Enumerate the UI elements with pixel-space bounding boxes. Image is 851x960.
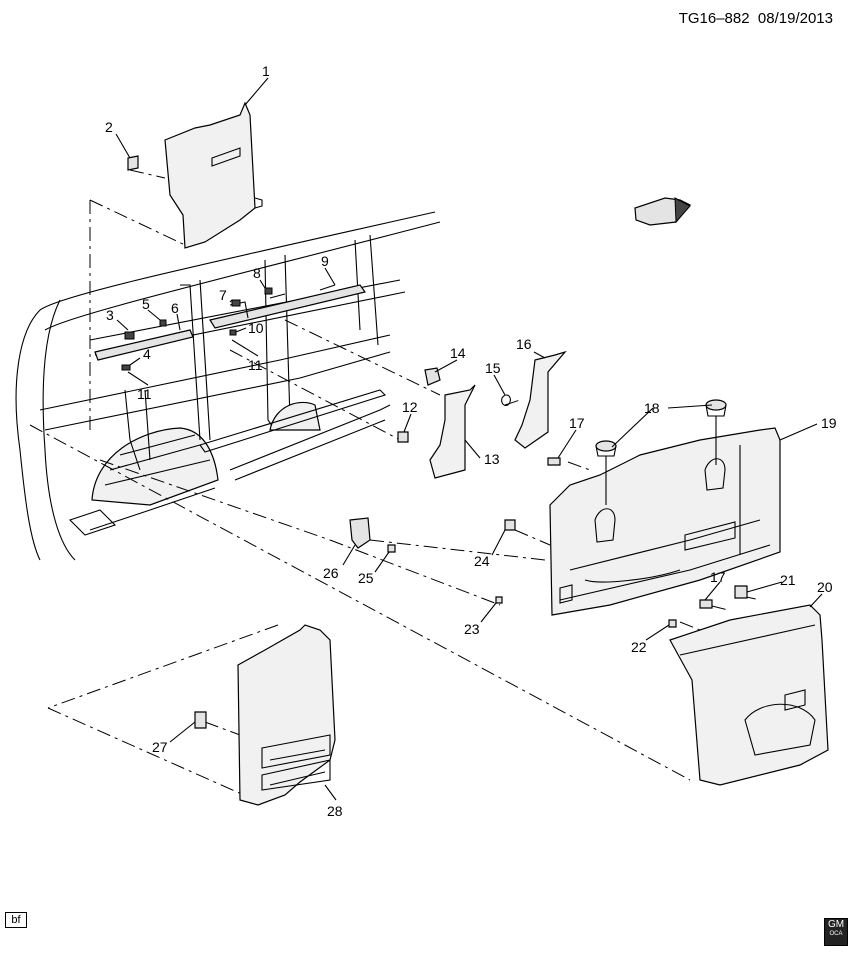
clip-24: [504, 519, 516, 531]
bracket-26: [349, 517, 371, 549]
callout-15: 15: [485, 360, 501, 376]
callout-1: 1: [262, 63, 270, 79]
diagram-date: 08/19/2013: [757, 10, 833, 27]
callout-23: 23: [464, 621, 480, 637]
diagram-header: TG16–882 08/19/2013: [679, 10, 833, 27]
part-1-upper-trim: [164, 101, 263, 249]
callout-16: 16: [516, 336, 532, 352]
part-6-garnish-strip: [94, 319, 194, 371]
part-19-quarter-trim: [549, 427, 781, 616]
part-13-pillar-trim: [429, 384, 476, 479]
callout-20: 20: [817, 579, 833, 595]
callout-6: 6: [171, 300, 179, 316]
callout-17a: 17: [569, 415, 585, 431]
clips: [127, 155, 748, 729]
callout-24: 24: [474, 553, 490, 569]
clip-27: [194, 711, 207, 729]
clip-14: [424, 367, 441, 386]
gm-logo-sub: OCA: [829, 931, 843, 937]
clip-17b: [699, 599, 713, 609]
callout-13: 13: [484, 451, 500, 467]
callout-19: 19: [821, 415, 837, 431]
part-16-pillar-trim: [514, 350, 567, 449]
part-18-caps: [595, 399, 727, 505]
bf-tag: bf: [5, 912, 27, 928]
callout-25: 25: [358, 570, 374, 586]
callout-leaders: [115, 77, 823, 801]
callout-22: 22: [631, 639, 647, 655]
callout-2: 2: [105, 119, 113, 135]
callout-17b: 17: [710, 569, 726, 585]
clip-2: [127, 155, 139, 171]
callout-5: 5: [142, 296, 150, 312]
callout-11a: 11: [137, 386, 152, 402]
callout-7: 7: [219, 287, 227, 303]
clip-12: [397, 431, 409, 443]
gm-logo-text: GM: [827, 919, 845, 930]
gm-logo-icon: GM OCA: [824, 918, 848, 946]
callout-4: 4: [143, 346, 151, 362]
callout-21: 21: [780, 572, 796, 588]
vehicle-body: [15, 211, 441, 561]
part-9-garnish-strip: [209, 284, 367, 336]
part-28-front-lower-trim: [237, 624, 336, 806]
callout-8: 8: [253, 265, 261, 281]
callout-18: 18: [644, 400, 660, 416]
clip-23: [495, 596, 503, 604]
callout-numbers: 1 2 3 4 5 6 7 8 9 10 11 11 12 13 14 15 1…: [105, 63, 837, 819]
assembly-lines: [29, 169, 761, 801]
clip-17a: [547, 457, 561, 466]
diagram-code: TG16–882: [678, 10, 750, 27]
part-20-lower-quarter-trim: [669, 604, 829, 786]
callout-10: 10: [248, 320, 264, 336]
callout-26: 26: [323, 565, 339, 581]
callout-3: 3: [106, 307, 114, 323]
clip-22: [668, 619, 677, 628]
callout-14: 14: [450, 345, 466, 361]
clip-21: [734, 585, 748, 599]
clip-25: [387, 544, 396, 553]
callout-27: 27: [152, 739, 168, 755]
callout-9: 9: [321, 253, 329, 269]
callout-12: 12: [402, 399, 418, 415]
callout-11b: 11: [248, 357, 263, 373]
front-arrow-icon: [634, 197, 691, 226]
callout-28: 28: [327, 803, 343, 819]
clip-15: [501, 394, 511, 407]
